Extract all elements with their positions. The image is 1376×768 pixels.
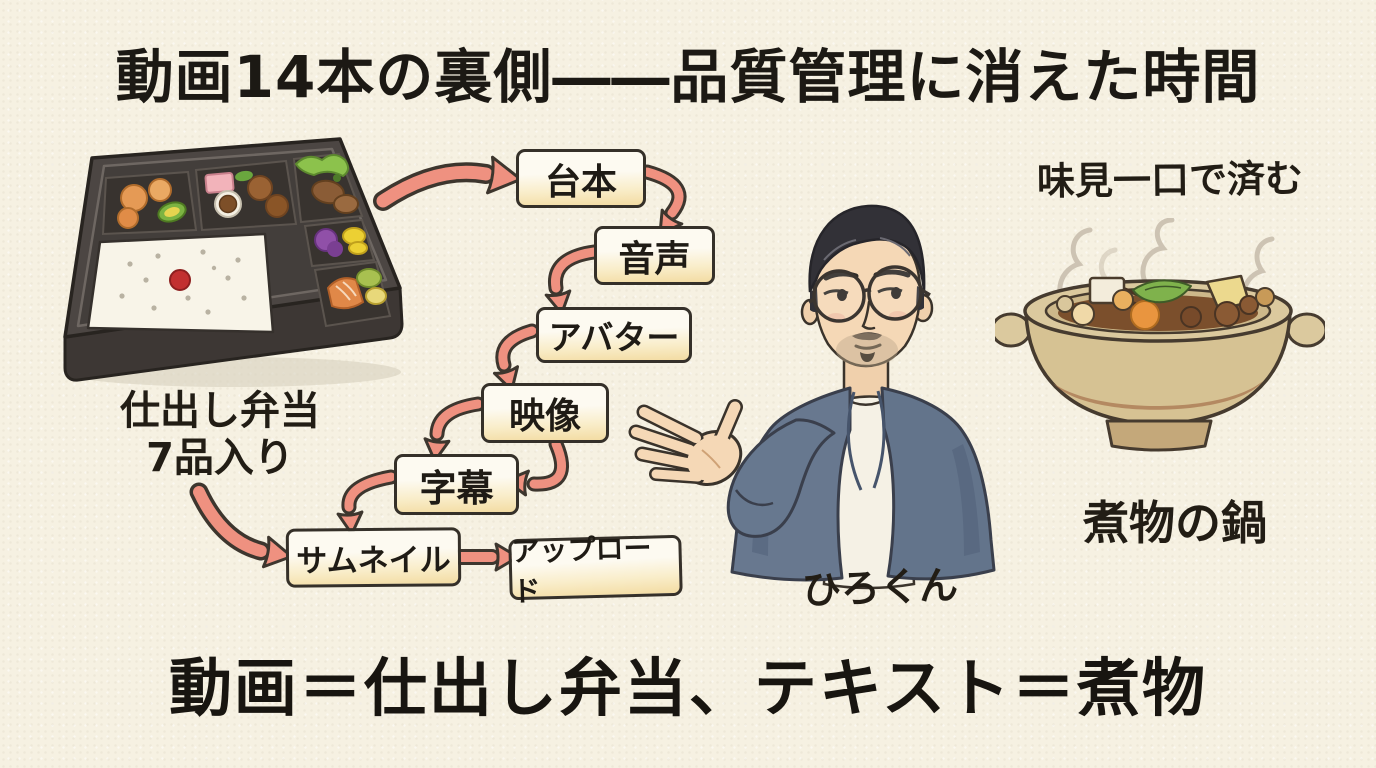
page-title: 動画14本の裏側――品質管理に消えた時間: [115, 43, 1261, 111]
presenter-face: [800, 204, 934, 368]
arrow-bento-caption-to-thumbnail-icon: [189, 482, 294, 569]
flow-box-avatar: アバター: [536, 307, 692, 363]
flow-box-script: 台本: [516, 149, 646, 208]
pot-illustration: [995, 218, 1325, 452]
flow-box-audio: 音声: [594, 226, 715, 285]
bento-front-face: [63, 286, 404, 382]
presenter-illustration: [628, 204, 996, 590]
flow-box-subtitles: 字幕: [394, 454, 519, 515]
arrow-bento-to-script-icon: [373, 155, 523, 211]
presenter-name: ひろくん: [801, 563, 959, 614]
carrot: [1130, 300, 1160, 330]
bento-caption-line1: 仕出し弁当: [120, 388, 320, 434]
flow-box-video: 映像: [481, 383, 609, 443]
arrow-thumbnail-to-upload-icon: [453, 542, 520, 572]
flow-box-upload: アップロード: [508, 531, 683, 608]
bento-caption-line2: 7品入り: [146, 435, 294, 482]
bento-compartment-pickles: [303, 218, 376, 268]
presenter-hand: [628, 399, 743, 486]
greens: [1132, 279, 1192, 304]
pot-foot: [1105, 419, 1213, 452]
arrow-video-to-subtitles-right-icon: [504, 436, 570, 497]
flow-box-thumbnail: サムネイル: [285, 527, 462, 588]
bento-compartment-rice: [86, 232, 275, 334]
bento-compartment-salmon: [313, 260, 392, 328]
presenter-sleeve: [726, 418, 836, 538]
pot-caption-bottom: 煮物の鍋: [1083, 496, 1267, 550]
glasses-icon: [808, 265, 931, 323]
pot-caption-top: 味見一口で済む: [1036, 156, 1304, 204]
arrow-subtitles-to-thumbnail-icon: [336, 469, 399, 536]
bento-compartment-karaage: [101, 170, 198, 236]
bento-compartment-lettuce: [292, 152, 364, 224]
bento-caption: 仕出し弁当 7品入り: [82, 388, 358, 482]
footer-equation: 動画＝仕出し弁当、テキスト＝煮物: [168, 652, 1208, 725]
presenter-hair: [808, 204, 926, 293]
bento-box-illustration: [63, 137, 404, 387]
arrow-video-to-subtitles-left-icon: [423, 396, 486, 463]
arrow-audio-to-avatar-icon: [544, 244, 602, 316]
pot-ingredients: [1056, 274, 1275, 330]
umeboshi: [169, 269, 191, 291]
pot-handle-right: [1286, 312, 1325, 348]
bento-compartment-mixed: [194, 159, 298, 232]
mushroom: [1214, 301, 1240, 327]
